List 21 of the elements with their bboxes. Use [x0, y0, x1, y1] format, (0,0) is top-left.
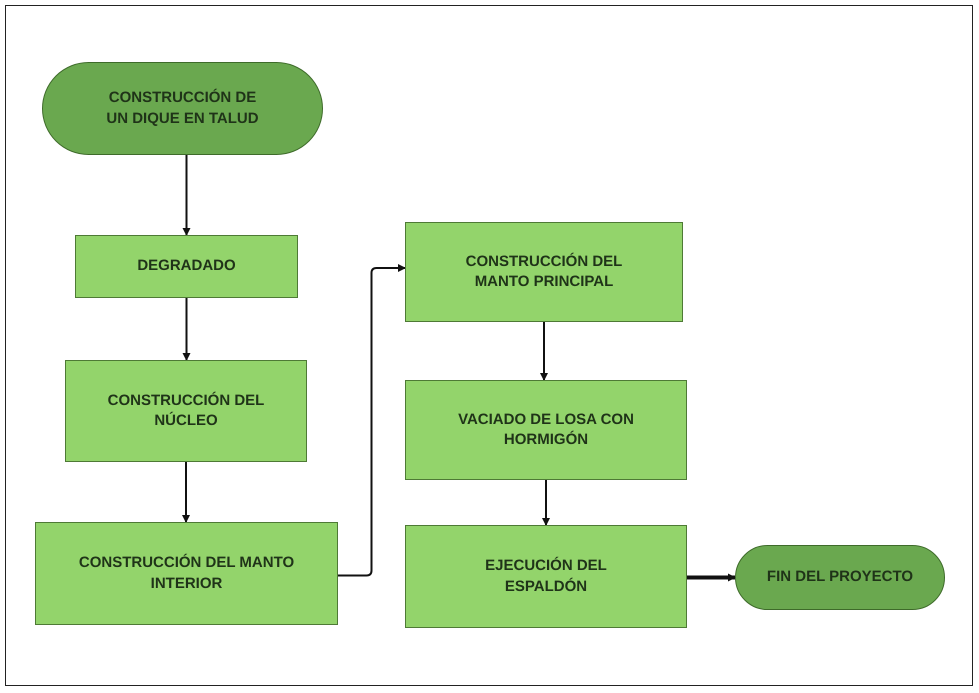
node-label: CONSTRUCCIÓN DEL MANTO INTERIOR: [78, 553, 296, 594]
arrow: [338, 264, 406, 576]
arrow: [687, 574, 736, 582]
node-label: CONSTRUCCIÓN DEL NÚCLEO: [106, 390, 266, 431]
process-box: [405, 222, 683, 322]
process-box: [405, 380, 687, 480]
node-label: EJECUCIÓN DEL ESPALDÓN: [484, 556, 608, 596]
arrow: [540, 322, 548, 381]
arrow: [182, 298, 190, 361]
node-label: VACIADO DE LOSA CON HORMIGÓN: [457, 410, 635, 450]
node-label: CONSTRUCCIÓN DEL MANTO PRINCIPAL: [464, 252, 624, 292]
process-box: [405, 525, 687, 628]
process-box: [75, 235, 298, 298]
process-box: [35, 522, 338, 625]
arrow: [542, 480, 550, 526]
arrow: [182, 155, 190, 236]
arrow: [182, 462, 190, 523]
node-label: CONSTRUCCIÓN DE UN DIQUE EN TALUD: [105, 88, 260, 128]
node-label: FIN DEL PROYECTO: [766, 567, 914, 588]
node-label: DEGRADADO: [136, 256, 237, 276]
process-box: [65, 360, 307, 462]
